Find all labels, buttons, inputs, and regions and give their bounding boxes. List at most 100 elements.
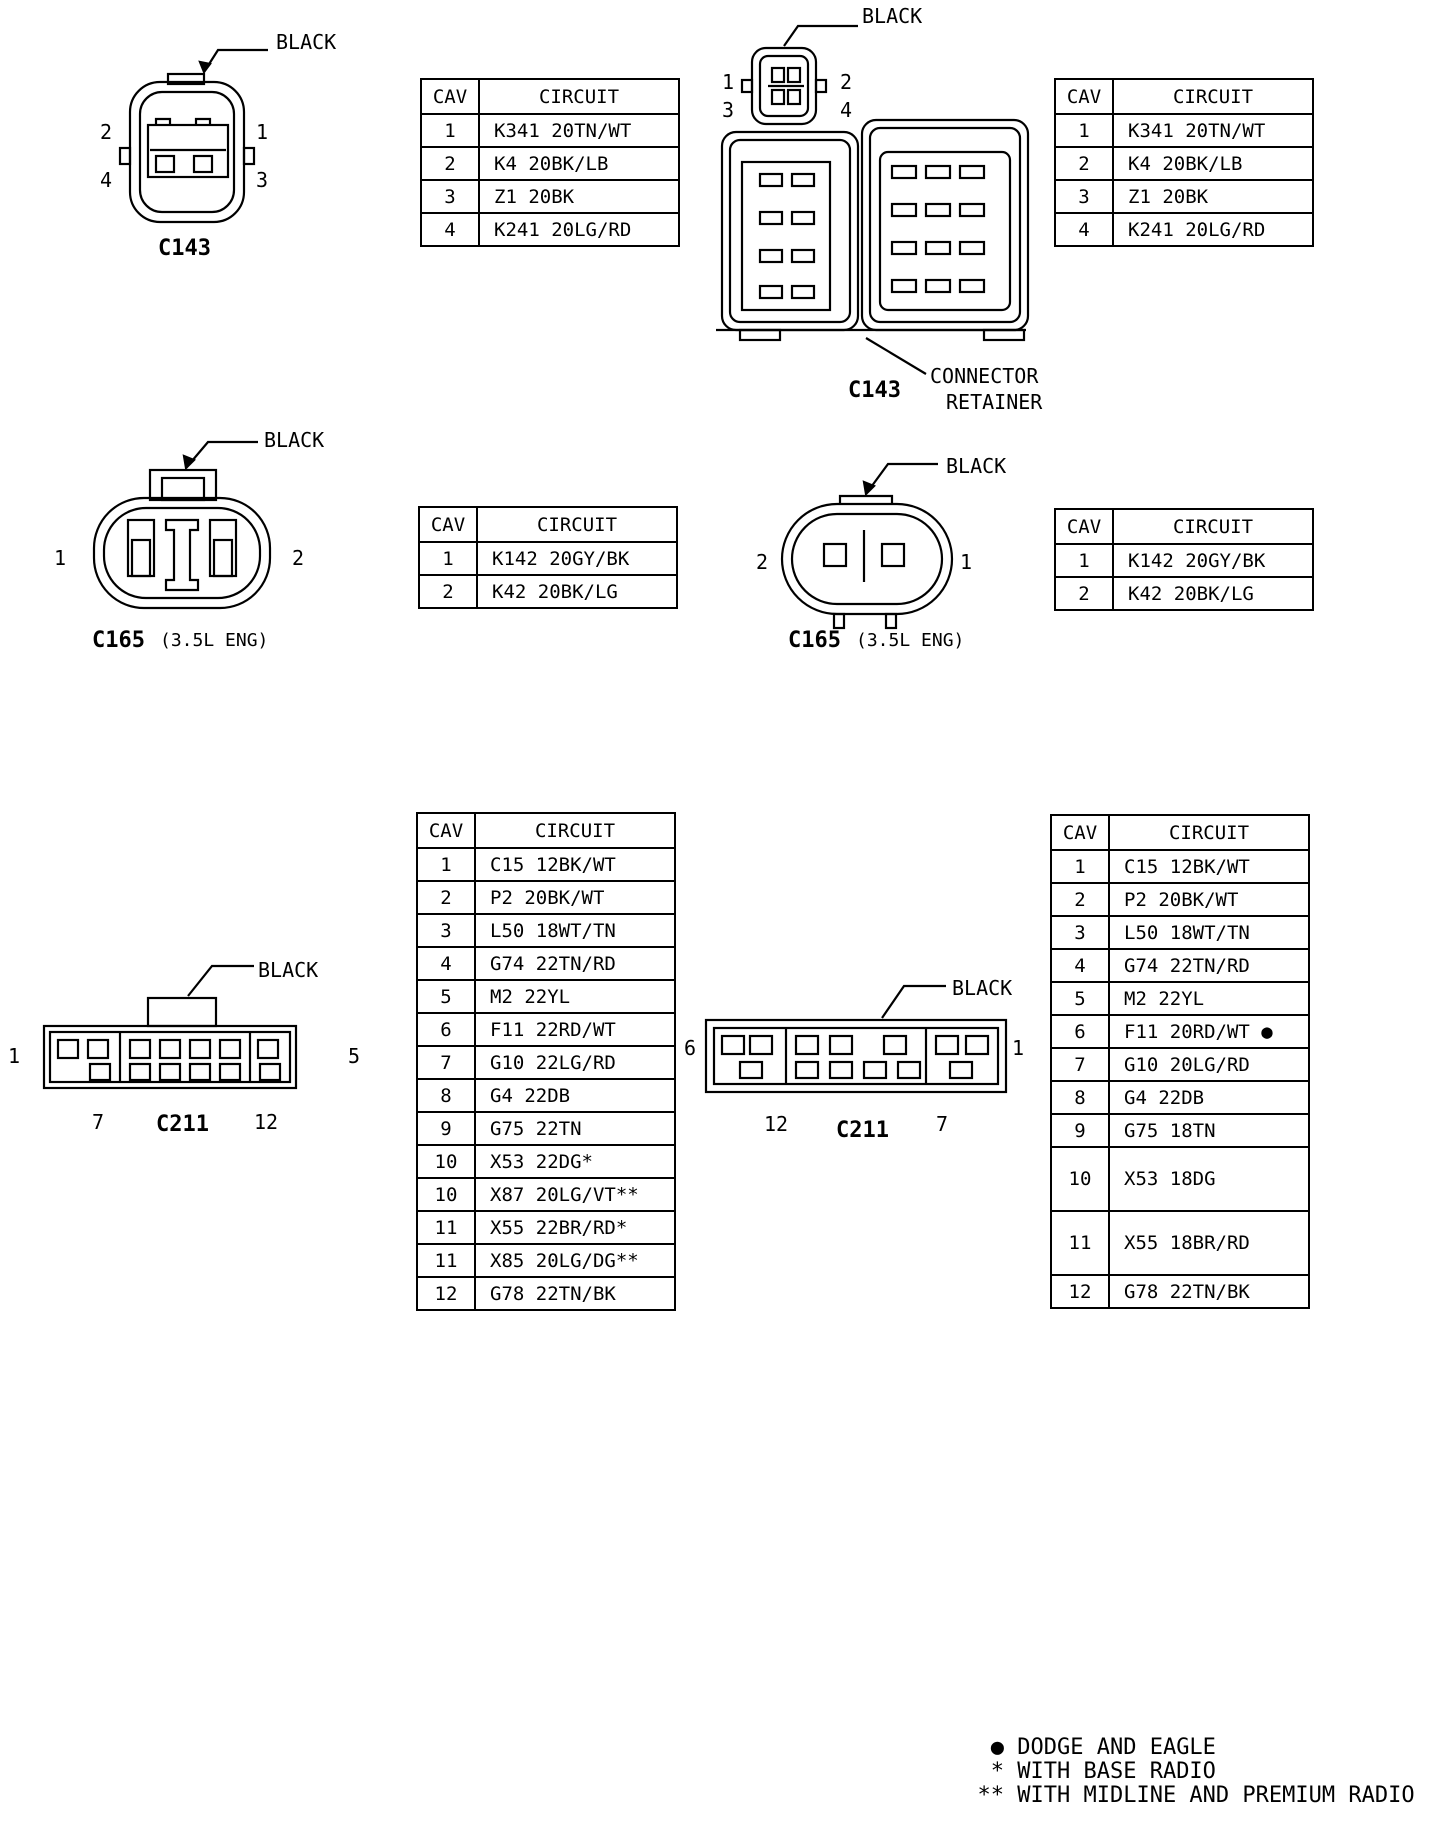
circuit-cell: P2 20BK/WT	[474, 880, 676, 915]
cav-cell: 3	[416, 913, 476, 948]
cav-cell: 1	[418, 541, 478, 576]
cav-cell: 2	[416, 880, 476, 915]
c211-right-color-label: BLACK	[952, 976, 1013, 1000]
c211-right-connector-drawing	[704, 984, 1008, 1094]
circuit-cell: X85 20LG/DG**	[474, 1243, 676, 1278]
cav-cell: 8	[416, 1078, 476, 1113]
circuit-header: CIRCUIT	[1112, 78, 1314, 115]
cav-cell: 4	[416, 946, 476, 981]
cav-cell: 4	[1050, 948, 1110, 983]
circuit-cell: K341 20TN/WT	[1112, 113, 1314, 148]
c165-right-variant-label: (3.5L ENG)	[856, 630, 965, 651]
circuit-cell: M2 22YL	[474, 979, 676, 1014]
cav-cell: 2	[1054, 576, 1114, 611]
c143-left-pin-label: 2	[100, 120, 113, 144]
c165-left-pin-label: 1	[54, 546, 67, 570]
cav-cell: 7	[1050, 1047, 1110, 1082]
cav-cell: 1	[1054, 113, 1114, 148]
cav-cell: 2	[418, 574, 478, 609]
c143-right-pin-label: 1	[722, 70, 735, 94]
circuit-cell: G78 22TN/BK	[1108, 1274, 1310, 1309]
legend-text: WITH MIDLINE AND PREMIUM RADIO	[1017, 1783, 1415, 1808]
circuit-cell: G4 22DB	[474, 1078, 676, 1113]
cav-cell: 2	[420, 146, 480, 181]
c211-left-pin-label: 5	[348, 1044, 361, 1068]
circuit-header: CIRCUIT	[474, 812, 676, 849]
c143-left-pin-label: 4	[100, 168, 113, 192]
circuit-cell: G75 22TN	[474, 1111, 676, 1146]
c211-right-pin-label: 12	[764, 1112, 789, 1136]
legend-item: ** WITH MIDLINE AND PREMIUM RADIO	[974, 1784, 1415, 1808]
circuit-cell: C15 12BK/WT	[1108, 849, 1310, 884]
circuit-cell: L50 18WT/TN	[1108, 915, 1310, 950]
c143-right-pin-label: 3	[722, 98, 735, 122]
cav-cell: 3	[1050, 915, 1110, 950]
cav-cell: 1	[1050, 849, 1110, 884]
circuit-cell: G10 20LG/RD	[1108, 1047, 1310, 1082]
c211-left-color-label: BLACK	[258, 958, 319, 982]
c143-left-connector-drawing	[118, 48, 268, 224]
circuit-cell: Z1 20BK	[478, 179, 680, 214]
c211-right-pin-label: 6	[684, 1036, 697, 1060]
c165-right-connector-name: C165	[788, 628, 841, 653]
c143-left-pin-label: 3	[256, 168, 269, 192]
c165-left-connector-drawing	[92, 440, 272, 610]
c165-right-connector-drawing	[780, 462, 954, 630]
cav-cell: 1	[420, 113, 480, 148]
c211-left-pin-label: 1	[8, 1044, 21, 1068]
cav-cell: 11	[416, 1210, 476, 1245]
cav-cell: 6	[416, 1012, 476, 1047]
c165-left-variant-label: (3.5L ENG)	[160, 630, 269, 651]
c143-right-color-label: BLACK	[862, 4, 923, 28]
circuit-cell: L50 18WT/TN	[474, 913, 676, 948]
cav-cell: 10	[416, 1177, 476, 1212]
c165-left-pin-label: 2	[292, 546, 305, 570]
circuit-cell: G78 22TN/BK	[474, 1276, 676, 1311]
cav-cell: 7	[416, 1045, 476, 1080]
c211-right-pin-label: 7	[936, 1112, 949, 1136]
cav-cell: 1	[416, 847, 476, 882]
c165-right-pin-label: 2	[756, 550, 769, 574]
circuit-header: CIRCUIT	[1108, 814, 1310, 851]
circuit-cell: X55 18BR/RD	[1108, 1210, 1310, 1276]
c211-left-pin-label: 7	[92, 1110, 105, 1134]
cav-cell: 11	[1050, 1210, 1110, 1276]
c211-right-pin-label: 1	[1012, 1036, 1025, 1060]
cav-cell: 10	[1050, 1146, 1110, 1212]
cav-cell: 3	[420, 179, 480, 214]
legend-item: ● DODGE AND EAGLE	[974, 1736, 1415, 1760]
c211-left-connector-name: C211	[156, 1112, 209, 1137]
c143-right-connector-name: C143	[848, 378, 901, 403]
circuit-cell: K241 20LG/RD	[1112, 212, 1314, 247]
circuit-cell: X55 22BR/RD*	[474, 1210, 676, 1245]
circuit-header: CIRCUIT	[1112, 508, 1314, 545]
cav-cell: 5	[416, 979, 476, 1014]
